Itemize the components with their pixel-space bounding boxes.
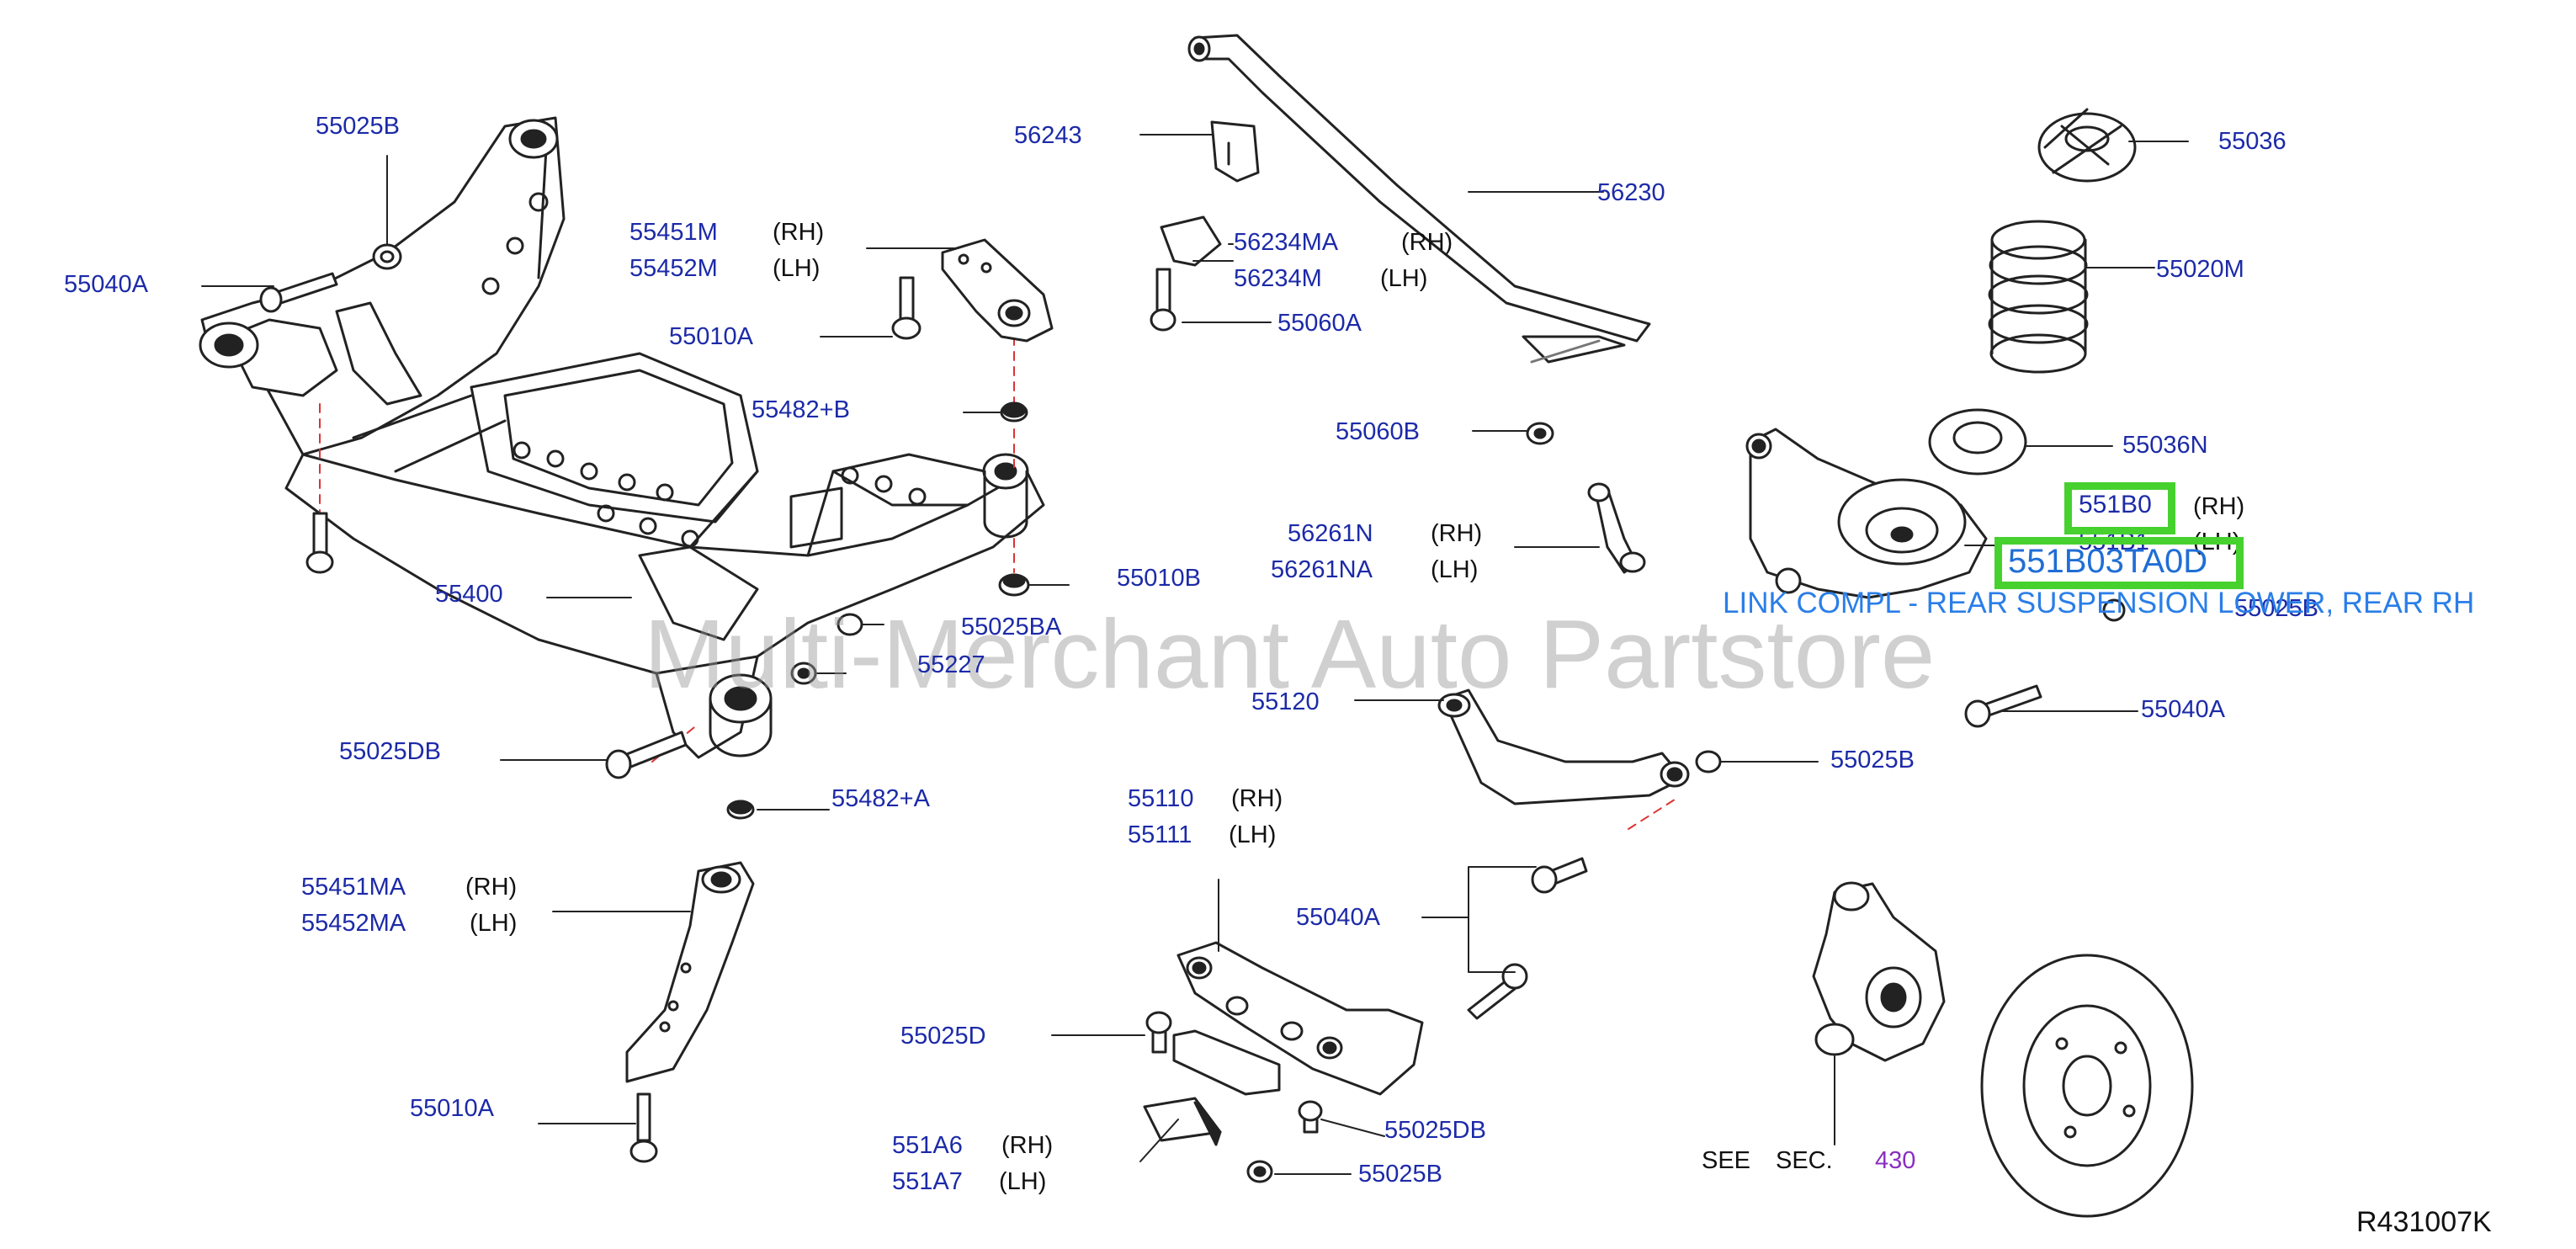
label-55025DB-bottom[interactable]: 55025DB bbox=[1384, 1117, 1486, 1144]
bushing-56243[interactable] bbox=[1210, 120, 1260, 183]
label-55452MA[interactable]: 55452MA bbox=[301, 910, 406, 937]
lower-link-551B0[interactable] bbox=[1745, 428, 1988, 599]
lower-link-55110[interactable] bbox=[1176, 941, 1424, 1096]
section-430-link[interactable]: 430 bbox=[1875, 1147, 1916, 1174]
label-56243[interactable]: 56243 bbox=[1014, 122, 1082, 149]
label-55110-side: (RH) bbox=[1231, 785, 1283, 812]
clamp-56234MA[interactable] bbox=[1160, 215, 1222, 267]
bolt-55060A[interactable] bbox=[1150, 268, 1176, 332]
label-55025B-right[interactable]: 55025B bbox=[2234, 595, 2318, 622]
highlight-label-551B0: 551B0 bbox=[2079, 491, 2152, 518]
label-56261N-side: (RH) bbox=[1431, 520, 1483, 547]
label-55451MA-side: (RH) bbox=[465, 874, 518, 901]
bracket-55451M[interactable] bbox=[941, 238, 1054, 343]
label-56234M[interactable]: 56234M bbox=[1234, 265, 1322, 292]
label-56234MA[interactable]: 56234MA bbox=[1234, 229, 1339, 256]
label-55010A-bottom[interactable]: 55010A bbox=[410, 1095, 494, 1122]
leader-lines-right bbox=[1964, 141, 2189, 712]
label-55025B-lowright[interactable]: 55025B bbox=[1830, 747, 1915, 773]
highlight-box-part-number[interactable] bbox=[1994, 537, 2244, 589]
label-56261NA[interactable]: 56261NA bbox=[1271, 556, 1373, 583]
highlight-box-551B0[interactable] bbox=[2064, 482, 2175, 534]
fasteners-left[interactable] bbox=[259, 243, 1030, 1163]
upper-link-55120[interactable] bbox=[1437, 688, 1722, 805]
brake-rotor[interactable] bbox=[1980, 954, 2194, 1218]
diagram-code: R431007K bbox=[2356, 1206, 2492, 1238]
label-551A6[interactable]: 551A6 bbox=[892, 1132, 963, 1159]
label-551A7-side: (LH) bbox=[999, 1168, 1047, 1195]
label-55025B-top[interactable]: 55025B bbox=[316, 113, 400, 140]
label-55482A[interactable]: 55482+A bbox=[831, 785, 930, 812]
label-55451MA[interactable]: 55451MA bbox=[301, 874, 406, 901]
label-55036[interactable]: 55036 bbox=[2218, 128, 2287, 155]
label-55060A[interactable]: 55060A bbox=[1277, 310, 1362, 337]
label-55020M[interactable]: 55020M bbox=[2156, 256, 2244, 283]
bracket-551A6[interactable] bbox=[1143, 1029, 1281, 1146]
label-55025D[interactable]: 55025D bbox=[900, 1023, 986, 1050]
label-55025DB-left[interactable]: 55025DB bbox=[339, 738, 441, 765]
label-55400[interactable]: 55400 bbox=[435, 581, 503, 608]
fasteners-right[interactable] bbox=[1964, 598, 2126, 728]
label-55025B-bottom[interactable]: 55025B bbox=[1358, 1161, 1442, 1188]
label-55452M-side: (LH) bbox=[773, 255, 821, 282]
bracket-55451MA[interactable] bbox=[625, 861, 755, 1083]
spring-seat-55036[interactable] bbox=[2037, 108, 2137, 183]
label-551A7[interactable]: 551A7 bbox=[892, 1168, 963, 1195]
label-551B0-side: (RH) bbox=[2193, 493, 2245, 520]
label-56234MA-side: (RH) bbox=[1401, 229, 1453, 256]
label-56261NA-side: (LH) bbox=[1431, 556, 1479, 583]
stabilizer-bar-56230[interactable] bbox=[1187, 34, 1651, 364]
label-56261N[interactable]: 56261N bbox=[1288, 520, 1373, 547]
label-55227[interactable]: 55227 bbox=[917, 651, 985, 678]
coil-spring-55020M[interactable] bbox=[1988, 220, 2089, 374]
highlight-part-number: 551B03TA0D bbox=[2008, 543, 2208, 580]
label-55060B[interactable]: 55060B bbox=[1336, 418, 1420, 445]
nut-55060B[interactable] bbox=[1526, 422, 1554, 445]
label-56234M-side: (LH) bbox=[1380, 265, 1428, 292]
leader-lines-brackets bbox=[555, 247, 935, 912]
label-55452M[interactable]: 55452M bbox=[629, 255, 718, 282]
label-55040A-mid[interactable]: 55040A bbox=[1296, 904, 1380, 931]
label-55036N[interactable]: 55036N bbox=[2122, 432, 2208, 459]
stabilizer-link-56261N[interactable] bbox=[1587, 482, 1646, 574]
label-55010B[interactable]: 55010B bbox=[1117, 565, 1201, 592]
label-55040A-left[interactable]: 55040A bbox=[64, 271, 148, 298]
label-56230[interactable]: 56230 bbox=[1597, 179, 1665, 206]
part-description: LINK COMPL - REAR SUSPENSION LOWER, REAR… bbox=[1723, 587, 2475, 619]
leader-lines-stabilizer bbox=[1139, 134, 1604, 548]
leader-lines-upper-link bbox=[1354, 699, 1819, 830]
label-55110[interactable]: 55110 bbox=[1128, 785, 1194, 812]
knuckle-assembly[interactable] bbox=[1812, 881, 1946, 1062]
label-55040A-right[interactable]: 55040A bbox=[2141, 696, 2225, 723]
label-55111[interactable]: 55111 bbox=[1128, 821, 1192, 848]
see-label: SEE bbox=[1702, 1147, 1751, 1174]
label-55452MA-side: (LH) bbox=[470, 910, 518, 937]
label-55025BA[interactable]: 55025BA bbox=[961, 614, 1062, 640]
label-55120[interactable]: 55120 bbox=[1251, 688, 1320, 715]
label-55451M-side: (RH) bbox=[773, 219, 825, 246]
spring-seat-55036N[interactable] bbox=[1928, 408, 2027, 476]
label-55451M[interactable]: 55451M bbox=[629, 219, 718, 246]
leader-lines-left bbox=[201, 155, 1070, 1124]
sec-label: SEC. bbox=[1776, 1147, 1833, 1174]
watermark: Multi-Merchant Auto Partstore bbox=[644, 599, 1936, 709]
leader-lines-lower-link bbox=[1051, 866, 1537, 1175]
label-55111-side: (LH) bbox=[1229, 821, 1277, 848]
label-551A6-side: (RH) bbox=[1001, 1132, 1054, 1159]
label-55010A-top[interactable]: 55010A bbox=[669, 323, 753, 350]
fasteners-lower-link[interactable] bbox=[1145, 857, 1588, 1183]
label-55482B[interactable]: 55482+B bbox=[752, 396, 850, 423]
